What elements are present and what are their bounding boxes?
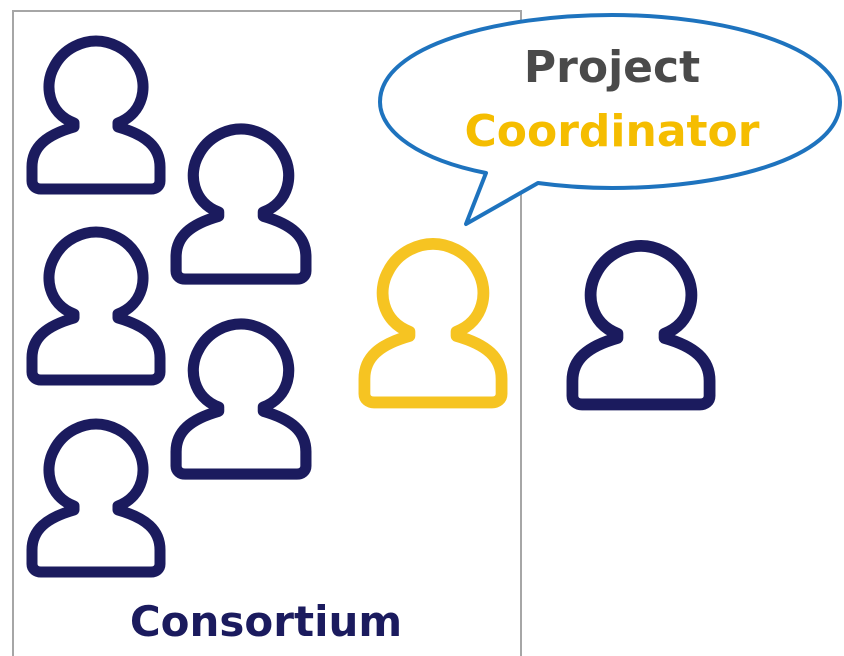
consortium-label: Consortium — [130, 597, 402, 646]
bubble-line1: Project — [524, 42, 700, 93]
coordinator-person-icon — [364, 244, 501, 403]
consortium-box — [12, 10, 522, 656]
bubble-line2: Coordinator — [464, 106, 759, 157]
person-icon — [176, 129, 306, 279]
speech-bubble — [378, 13, 842, 226]
person-icon — [32, 41, 160, 189]
coordinator-icon-group — [364, 244, 501, 403]
person-icon — [32, 232, 160, 380]
person-icon — [176, 324, 306, 474]
person-icon — [572, 246, 709, 405]
person-icon — [32, 424, 160, 572]
